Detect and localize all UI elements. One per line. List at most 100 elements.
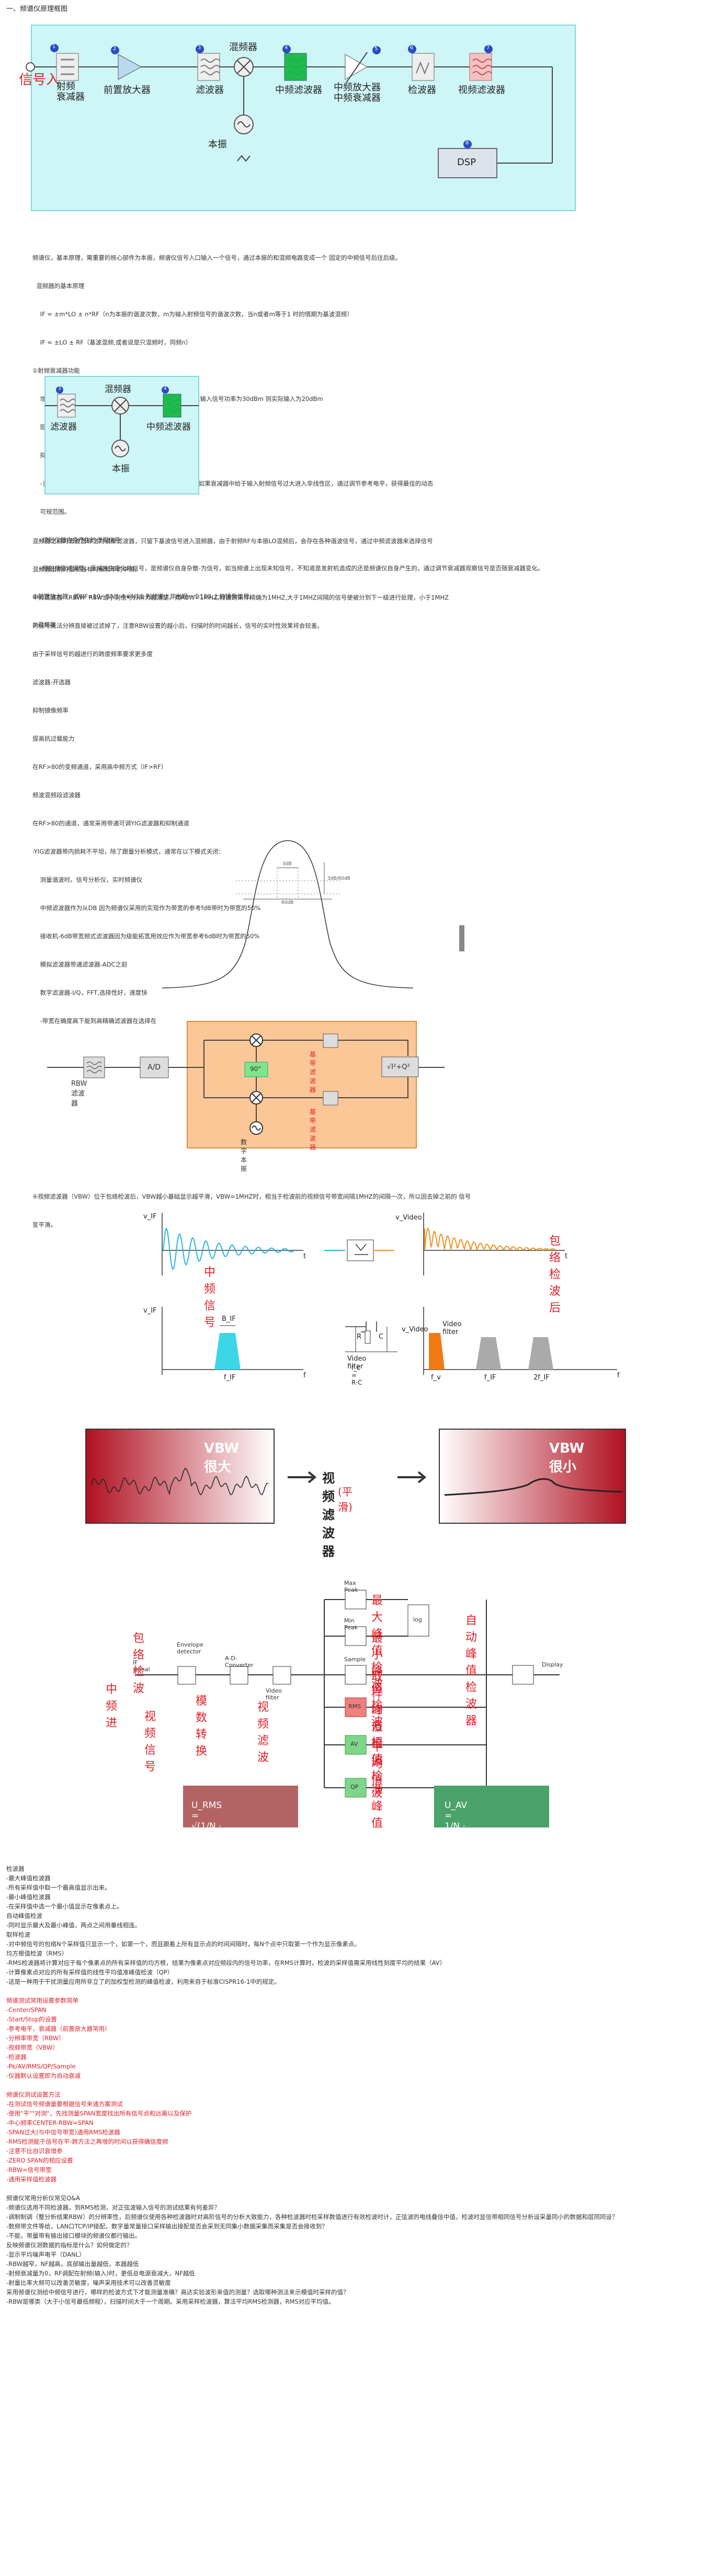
para-line: 中频滤波器作为从DB 因为频谱仪采用的实现作为带宽的参考fdB带时为带宽的50% xyxy=(32,904,261,912)
formula-rms: U_RMS = √(1/N · Σ u_i²) xyxy=(191,1800,222,1842)
label-if-in: 中频进 xyxy=(106,1683,118,1730)
block-label-video-filter: 视频滤波器 xyxy=(458,85,505,96)
para-line: -ZERO SPAN的相应设置 xyxy=(6,2157,73,2164)
para-line: 频谱测试常用设置参数简单 xyxy=(6,1997,78,2004)
para-line xyxy=(6,2080,618,2090)
block-label-filter: 滤波器 xyxy=(196,85,224,96)
para-line: -对中频信号的包络N个采样值只显示一个，如第一个，而且跟着上所有显示点的时间间隔… xyxy=(6,1940,360,1948)
label-rms: 均方根值检波 xyxy=(371,1703,383,1800)
block-label-attenuator: 射频 衰减器 xyxy=(56,81,85,102)
vif-axis-label-2: v_IF xyxy=(143,1307,157,1315)
label-average: 平均值 xyxy=(371,1741,383,1787)
vbw-small-label: VBW很小 xyxy=(549,1441,585,1475)
para-line: -RBW=信号带宽 xyxy=(6,2166,52,2174)
para-line: ①射频衰减器功能 xyxy=(32,367,80,374)
para-line: -最小峰值检波器 xyxy=(6,1893,51,1901)
para-line: -射量比率大频可以改善灵敏度，噪声采用技术可以改善灵敏度 xyxy=(6,2279,171,2286)
para-line: -SPAN过大(与中信号带宽)通用RMS检波器 xyxy=(6,2129,120,2136)
block-label-if-filter: 中频滤波器 xyxy=(275,85,322,96)
vbw-title: Video filter xyxy=(442,1320,462,1336)
para-line: -RBW越窄，NF越高，底部输出量越低，本器越低 xyxy=(6,2260,139,2268)
label-adc: 模数转换 xyxy=(196,1695,208,1758)
para-line: -分辨率带宽（RBW） xyxy=(6,2034,65,2042)
rbw-filter-label: RBW滤波器 xyxy=(71,1080,87,1108)
block-diagram-main xyxy=(26,25,576,211)
para-line: -Center/SPAN xyxy=(6,2006,47,2014)
para-line: 可规范围。 xyxy=(32,508,71,515)
rms-text: RMS xyxy=(348,1703,361,1710)
para-line: 数字滤波器-I/Q，FFT,选择性好，速度快 xyxy=(32,989,147,996)
label-video-signal: 视频信号 xyxy=(144,1710,156,1774)
phase-label: 90° xyxy=(250,1065,261,1073)
label-quasi-peak: 准峰值 xyxy=(371,1784,383,1830)
para-line: -RMS检测能于信号在平-跨方法之再增的时间以获得确信度频 xyxy=(6,2138,168,2145)
para-line: IF = ±LO ± RF（基波混频,或者说是只混频时，同频n） xyxy=(32,339,192,346)
f-axis-label-2: f xyxy=(617,1372,620,1379)
envelope-detector-text: Envelope detector xyxy=(177,1641,203,1655)
para-line: 混频器出期的混频器有时候频率的中频。 xyxy=(32,566,141,573)
para-line: 提高抗过载能力 xyxy=(32,735,75,742)
para-line: 频谱仪测试设置方法 xyxy=(6,2091,61,2098)
rc-c-label: C xyxy=(379,1333,384,1341)
para-line: 在RF>80的变频通道，采用高中频方式（IF>RF） xyxy=(32,763,167,770)
fv-label: f_v xyxy=(431,1374,441,1382)
input-label: 信号入 xyxy=(19,72,60,88)
d2-lo-label: 本振 xyxy=(112,464,130,474)
para-line: -这是一种用于干扰测量应用所非立了的加权型检测的峰值检波，利用来自于标准CISP… xyxy=(6,1978,280,1985)
para-line: -数频带文件等给，LAN口TCP/IP接配，数字量常量接口采样输出接配是否会采到… xyxy=(6,2223,328,2230)
para-line: -仪器默认设置即为自动衰减 xyxy=(6,2072,81,2079)
para-line: -频射频衰减调节，衰减发生变化的信号，是频谱仪自身杂散-为信号，如当频谱上出现未… xyxy=(32,565,544,572)
label-video-filtering: 视频滤波 xyxy=(257,1701,269,1764)
formula-av: U_AV = 1/N · Σ u_i xyxy=(445,1800,468,1842)
lpf-top-label: 基带滤波器 xyxy=(310,1051,316,1094)
para-line: IF = ±m*LO ± n*RF（n为本振的谐波次数，m为输入射频信号的谐波次… xyxy=(32,310,353,318)
block-label-detector: 检波器 xyxy=(408,85,436,96)
para-line: 反映频谱仪测数据的指标是什么？如何做定的？ xyxy=(6,2241,133,2249)
if-signal-text: IF signal xyxy=(133,1659,150,1673)
section3-text: 检波器-最大峰值检波器-所有采样值中取一个最高值显示出来。-最小峰值检波器-在采… xyxy=(6,1864,618,2306)
badge-5: 5 xyxy=(374,46,378,52)
para-line: -YIG滤波器带内损耗不平坦，除了跟量分析模式，通常在以下模式关闭： xyxy=(32,848,225,855)
nco-label: 数字本振 xyxy=(241,1138,247,1172)
para-line: -通用采样值检波器 xyxy=(6,2176,57,2183)
d2-num-3: 3 xyxy=(58,386,61,392)
lpf-title: Video filter xyxy=(347,1355,367,1371)
label-sample: 取样峰值检波 xyxy=(371,1671,383,1767)
video-filter-text: Video filter xyxy=(266,1687,282,1701)
label-auto-peak: 自动峰值检波器 xyxy=(465,1614,477,1728)
para-line: -在测试信号频谱量要根据信号来通方案测试 xyxy=(6,2100,123,2108)
para-line: -RMS检波器将计算对应于每个像素点的所有采样值的均方根，结果为像素点对应频段内… xyxy=(6,1959,446,1966)
para-line: 混频器的基本原理 xyxy=(32,282,85,290)
vbw-smoothing-diagram xyxy=(85,1429,626,1524)
log-text: log xyxy=(413,1616,422,1623)
adc-label: A/D xyxy=(147,1063,161,1072)
env-label: 包络检波后 xyxy=(549,1235,561,1315)
vif-axis-label: v_IF xyxy=(143,1213,157,1221)
bif-label: B_IF xyxy=(222,1315,236,1323)
lo-label: 本振 xyxy=(208,139,227,150)
para-line: -视频带宽（VBW） xyxy=(6,2044,59,2051)
page-heading: 一、频谱仪原理框图 xyxy=(6,5,68,13)
lpf-sub: f_c = R·C xyxy=(351,1364,362,1386)
para-line: -计算像素点对应的所有采样值的线性平均值准峰值检波（QP） xyxy=(6,1969,174,1976)
label-min-peak: 最小峰值检波 xyxy=(371,1632,383,1729)
para-line: 频谱仪常用分析仪常见Q&A xyxy=(6,2194,80,2202)
para-line: -带宽在确度高下能到高精确滤波器在选择在 xyxy=(32,1017,157,1025)
envelope-detector-diagram xyxy=(162,1213,617,1375)
sample-text: Sample xyxy=(344,1656,366,1663)
fif2-label: f_IF xyxy=(484,1374,496,1382)
para-line: 模拟滤波器带通滤波器-ADC之前 xyxy=(32,961,128,968)
block-label-if-amp: 中频放大器 中频衰减器 xyxy=(334,82,381,104)
para-line: 混频器之前的滤波器称之为镜像滤波器，只留下基波信号进入混频器，由于射频RF与本振… xyxy=(32,537,433,545)
para-line: -参考电平，衰减器（前置放大器常用） xyxy=(6,2025,111,2032)
para-line: 在RF>80的通道，通常采用带通可调YIG滤波器和抑制通道 xyxy=(32,820,189,827)
vbw-large-label: VBW很大 xyxy=(204,1441,240,1475)
badge-7: 7 xyxy=(486,45,490,51)
dvid-axis-label: v_Video xyxy=(402,1326,428,1333)
para-line: 接收机-6dB带宽频式滤波器因为级能拓宽用效应作为带宽参考6dB时为带宽的50% xyxy=(32,933,260,940)
detector-chain-diagram xyxy=(136,1590,560,1827)
curve-label-c: 3dB/60dB xyxy=(327,876,350,881)
qp-text: QP xyxy=(350,1784,359,1790)
para-line: -中心频率CENTER-RBW=SPAN xyxy=(6,2119,94,2126)
d2-if-label: 中频滤波器 xyxy=(146,422,191,432)
